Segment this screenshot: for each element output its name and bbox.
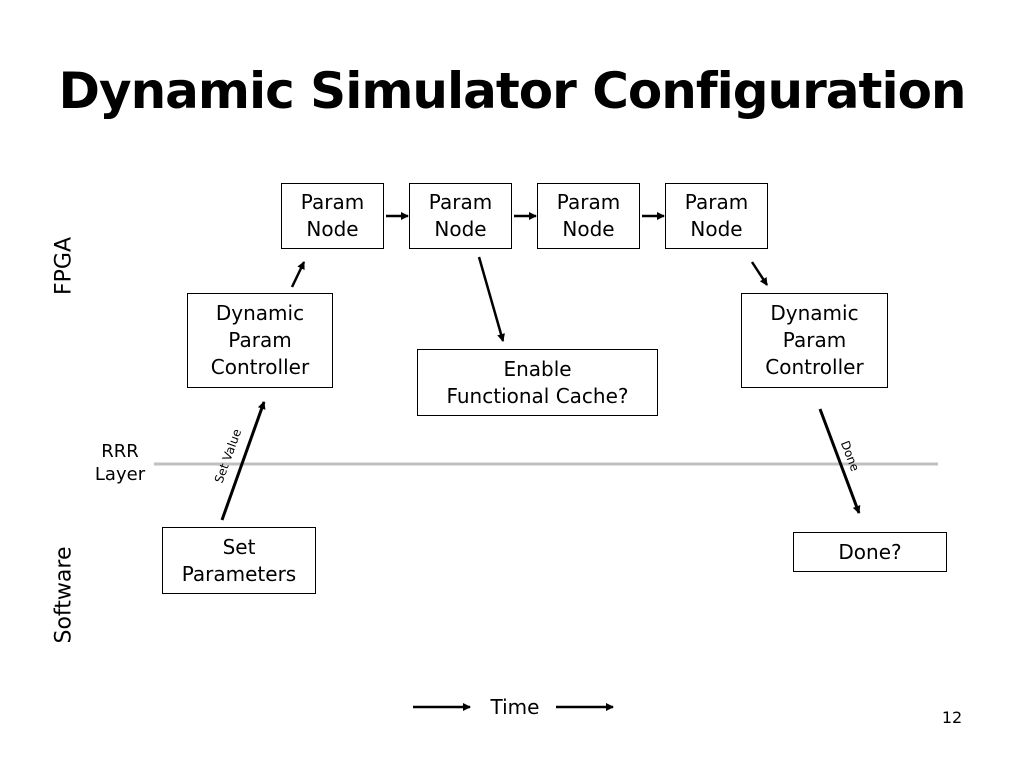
dynamic-param-controller-left: Dynamic Param Controller [187, 293, 333, 388]
page-number: 12 [941, 708, 963, 727]
dynamic-param-controller-right: Dynamic Param Controller [741, 293, 888, 388]
arrow-set-value [220, 401, 266, 521]
time-label: Time [490, 695, 540, 719]
arrow-node2-to-cache [477, 256, 505, 342]
arrow-controller-to-node1 [290, 261, 306, 288]
page-title: Dynamic Simulator Configuration [58, 62, 966, 120]
lane-label-software: Software [51, 546, 77, 644]
done-box: Done? [793, 532, 947, 572]
arrow-done [818, 408, 861, 514]
rrr-layer-label: RRR Layer [94, 441, 146, 485]
param-node-4: Param Node [665, 183, 768, 249]
functional-cache-box: Enable Functional Cache? [417, 349, 658, 416]
param-node-1: Param Node [281, 183, 384, 249]
param-node-3: Param Node [537, 183, 640, 249]
arrow-node4-to-controller [750, 261, 769, 286]
lane-label-fpga: FPGA [51, 236, 77, 296]
set-parameters-box: Set Parameters [162, 527, 316, 594]
param-node-2: Param Node [409, 183, 512, 249]
